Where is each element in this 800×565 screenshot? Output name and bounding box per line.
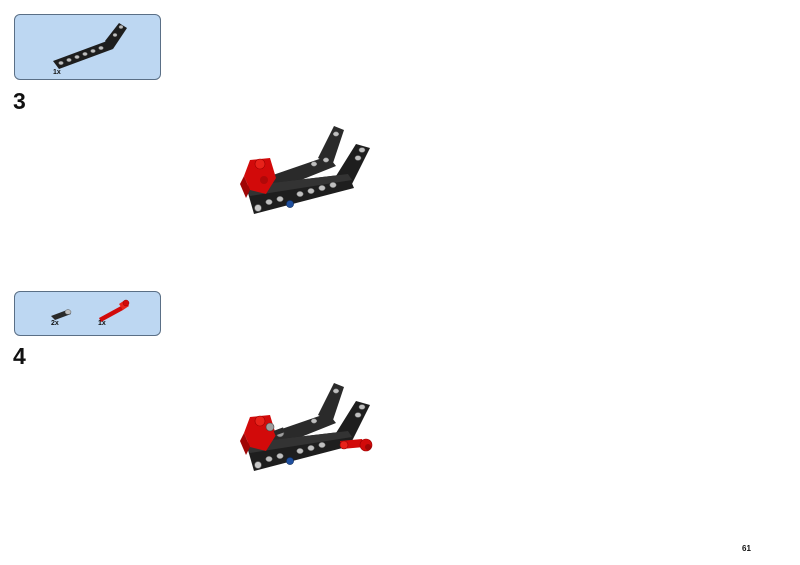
part-quantity: 1x: [53, 69, 61, 76]
parts-callout-step-4: 2x 1x: [14, 291, 161, 336]
parts-callout-step-3: 1x: [14, 14, 161, 80]
red-long-axle-pin-icon: [99, 299, 130, 322]
step-number: 3: [13, 88, 26, 114]
step-3-assembly-image: [236, 118, 380, 222]
black-short-pin-icon: [51, 309, 72, 320]
page-number: 61: [742, 544, 751, 553]
part-quantity: 2x: [51, 320, 59, 327]
step-number: 4: [13, 343, 26, 369]
black-bent-liftarm-icon: [53, 23, 127, 69]
part-quantity: 1x: [98, 320, 106, 327]
step-4-assembly-image: [236, 375, 386, 479]
